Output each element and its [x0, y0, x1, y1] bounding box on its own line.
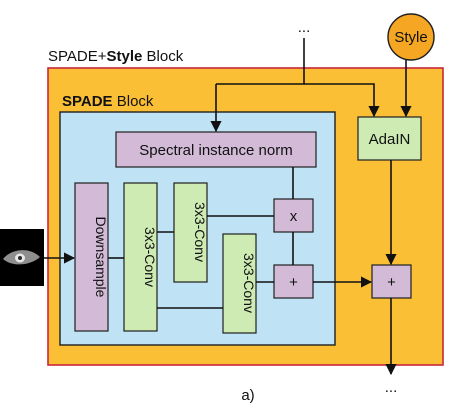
conv-c-box	[222, 233, 257, 334]
add-op-inner-label: +	[289, 274, 298, 291]
arrow-top-to-adain	[304, 83, 380, 118]
outer-block-title: SPADE+Style Block	[48, 48, 184, 65]
inner-block-title-suffix: Block	[113, 93, 154, 110]
ellipsis-top: ...	[298, 19, 311, 36]
outer-block-title-emph: Style	[107, 48, 143, 65]
style-node-label: Style	[394, 29, 427, 46]
conv-b-label: 3x3-Conv	[192, 202, 208, 262]
style-node	[387, 13, 435, 61]
downsample-box	[74, 182, 109, 332]
add-op-outer-label: +	[387, 274, 396, 291]
conv-b-box	[173, 182, 208, 283]
inner-block-title-emph: SPADE	[62, 93, 113, 110]
multiply-op-label: x	[290, 208, 298, 225]
eye-image-thumbnail	[0, 229, 44, 286]
spectral-norm-label: Spectral instance norm	[139, 142, 292, 159]
caption: a)	[241, 387, 254, 404]
ellipsis-bottom: ...	[385, 379, 398, 396]
outer-block-title-suffix: Block	[142, 48, 183, 65]
inner-block-title: SPADE Block	[62, 93, 154, 110]
spectral-norm-box	[115, 131, 317, 168]
adain-box	[357, 116, 422, 161]
downsample-label: Downsample	[93, 217, 109, 298]
conv-a-box	[123, 182, 158, 332]
conv-c-label: 3x3-Conv	[241, 253, 257, 313]
adain-label: AdaIN	[369, 131, 411, 148]
conv-a-label: 3x3-Conv	[142, 227, 158, 287]
outer-block-title-prefix: SPADE+	[48, 48, 107, 65]
